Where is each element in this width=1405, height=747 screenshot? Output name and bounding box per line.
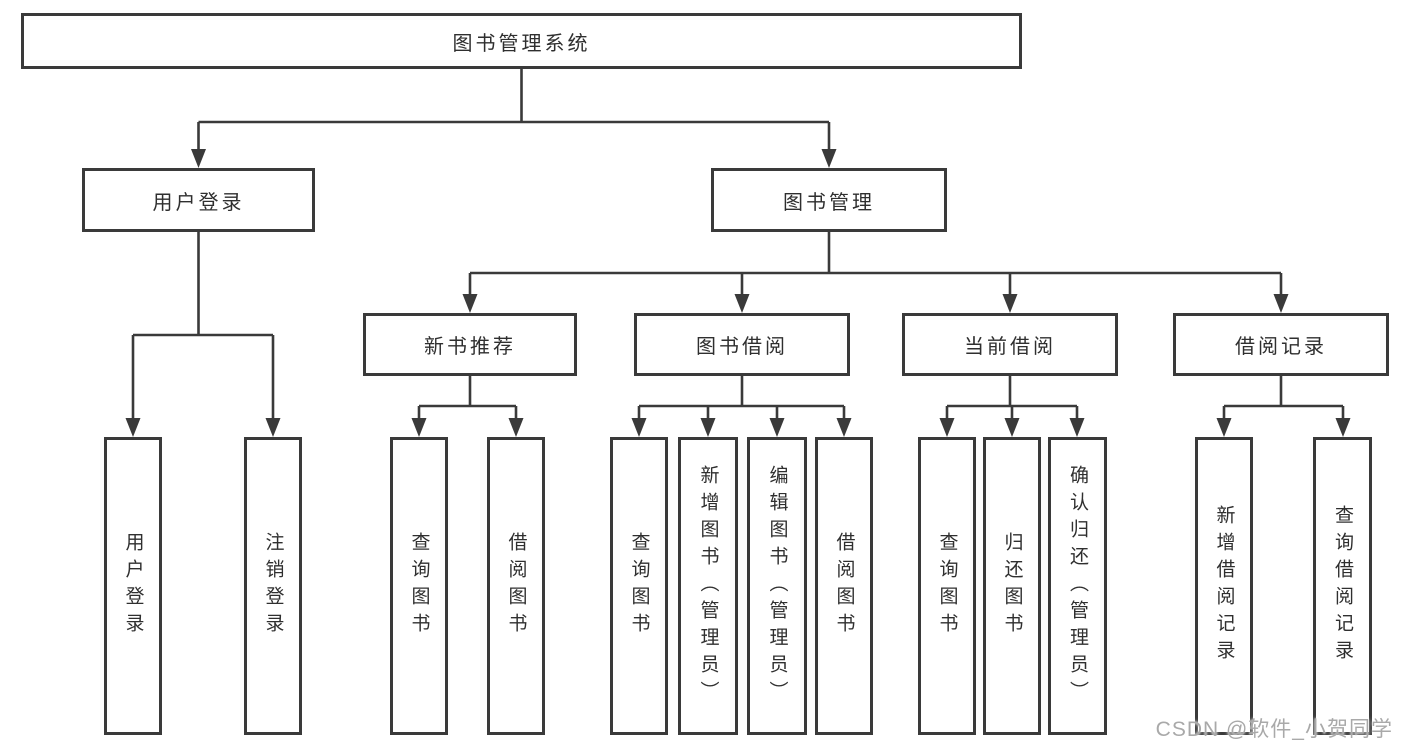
leaf-return-books: 归还图书 — [983, 437, 1041, 735]
leaf-query-borrow-record: 查询借阅记录 — [1313, 437, 1372, 735]
leaf-borrowing-borrow-books: 借阅图书 — [815, 437, 873, 735]
root-node: 图书管理系统 — [21, 13, 1022, 69]
node-current-borrowing: 当前借阅 — [902, 313, 1118, 376]
leaf-add-borrow-record: 新增借阅记录 — [1195, 437, 1253, 735]
leaf-user-login: 用户登录 — [104, 437, 162, 735]
node-book-borrowing: 图书借阅 — [634, 313, 850, 376]
leaf-edit-books-admin: 编辑图书（管理员） — [747, 437, 807, 735]
csdn-watermark: CSDN @软件_小贺同学 — [1155, 718, 1393, 741]
node-user-login: 用户登录 — [82, 168, 315, 232]
leaf-add-books-admin: 新增图书（管理员） — [678, 437, 738, 735]
leaf-recommend-borrow-books: 借阅图书 — [487, 437, 545, 735]
leaf-current-query-books: 查询图书 — [918, 437, 976, 735]
leaf-logout-login: 注销登录 — [244, 437, 302, 735]
node-borrowing-records: 借阅记录 — [1173, 313, 1389, 376]
leaf-borrowing-query-books: 查询图书 — [610, 437, 668, 735]
leaf-recommend-query-books: 查询图书 — [390, 437, 448, 735]
node-new-book-recommend: 新书推荐 — [363, 313, 577, 376]
leaf-confirm-return-admin: 确认归还（管理员） — [1048, 437, 1107, 735]
node-book-management: 图书管理 — [711, 168, 947, 232]
